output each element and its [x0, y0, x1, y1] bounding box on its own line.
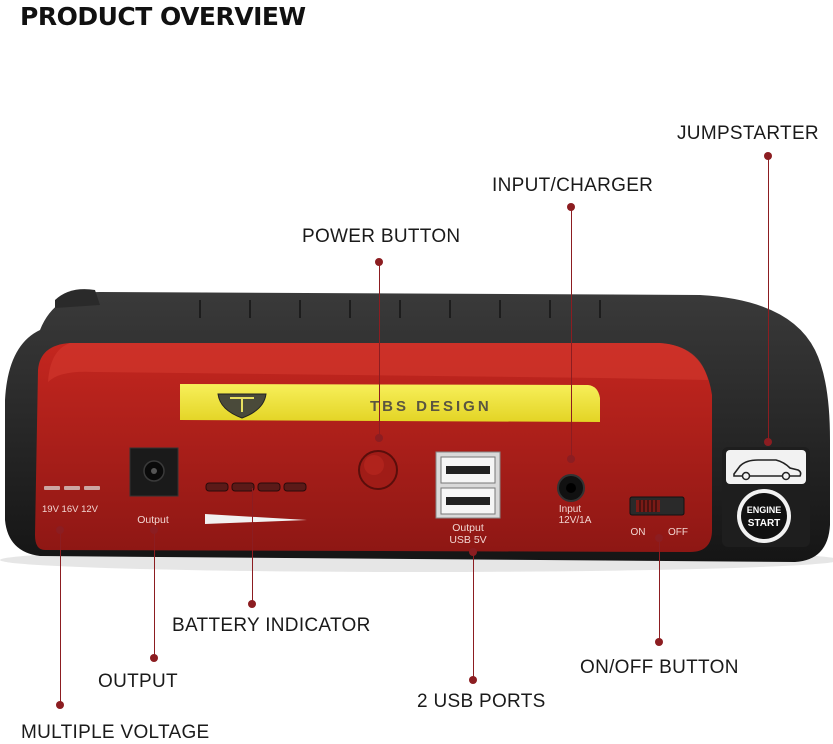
- usb-ports-dot-bottom: [469, 676, 477, 684]
- usb-ports-leader: [473, 552, 474, 678]
- output-dot-top: [150, 526, 158, 534]
- battery-indicator-leds: [205, 482, 307, 492]
- usb-ports: [435, 451, 501, 519]
- input-charger-leader: [571, 207, 572, 459]
- multiple-voltage-leader: [60, 530, 61, 705]
- jumpstarter-leader: [768, 156, 769, 442]
- callout-on-off-button: ON/OFF BUTTON: [580, 657, 739, 678]
- output-port-label: Output: [137, 514, 169, 526]
- input-charger-dot-bottom: [567, 455, 575, 463]
- power-button-leader: [379, 262, 380, 438]
- engine-label-line1: ENGINE: [747, 505, 782, 515]
- yellow-brand-label: [180, 384, 600, 422]
- rubber-hump: [55, 289, 100, 308]
- voltage-indicator-lights: [44, 486, 100, 490]
- callout-output: OUTPUT: [98, 671, 178, 692]
- callout-jumpstarter: JUMPSTARTER: [677, 123, 819, 144]
- switch-off-label: OFF: [668, 527, 688, 538]
- usb-label-line2: USB 5V: [449, 534, 486, 546]
- input-charger-dot-top: [567, 203, 575, 211]
- on-off-dot-bottom: [655, 638, 663, 646]
- voltages-label: 19V 16V 12V: [42, 504, 99, 515]
- multiple-voltage-dot-bottom: [56, 701, 64, 709]
- jumpstarter-dot-top: [764, 152, 772, 160]
- power-button-dot-bottom: [375, 434, 383, 442]
- engine-label-line2: START: [748, 518, 781, 529]
- switch-on-label: ON: [631, 527, 646, 538]
- car-icon: [733, 459, 802, 477]
- usb-label-line1: Output: [452, 522, 484, 534]
- jumpstarter-dot-bottom: [764, 438, 772, 446]
- callout-usb-ports: 2 USB PORTS: [417, 691, 546, 712]
- input-label-line1: Input: [559, 504, 581, 515]
- battery-wedge-graphic: [205, 514, 307, 524]
- callout-multiple-voltage: MULTIPLE VOLTAGE: [21, 722, 210, 743]
- multiple-voltage-dot-top: [56, 526, 64, 534]
- on-off-dot-top: [655, 534, 663, 542]
- power-button-dot-top: [375, 258, 383, 266]
- page-title: PRODUCT OVERVIEW: [20, 2, 306, 31]
- callout-battery-indicator: BATTERY INDICATOR: [172, 615, 371, 636]
- output-leader: [154, 530, 155, 657]
- usb-ports-dot-top: [469, 548, 477, 556]
- battery-indicator-leader: [252, 488, 253, 604]
- input-label-line2: 12V/1A: [559, 515, 592, 526]
- rubber-ridges: [199, 300, 601, 318]
- red-face-bevel: [48, 343, 708, 382]
- callout-input-charger: INPUT/CHARGER: [492, 175, 654, 196]
- brand-name: TBS DESIGN: [370, 398, 492, 415]
- output-dot-bottom: [150, 654, 158, 662]
- callout-power-button: POWER BUTTON: [302, 226, 461, 247]
- battery-indicator-dot: [248, 600, 256, 608]
- on-off-leader: [659, 538, 660, 642]
